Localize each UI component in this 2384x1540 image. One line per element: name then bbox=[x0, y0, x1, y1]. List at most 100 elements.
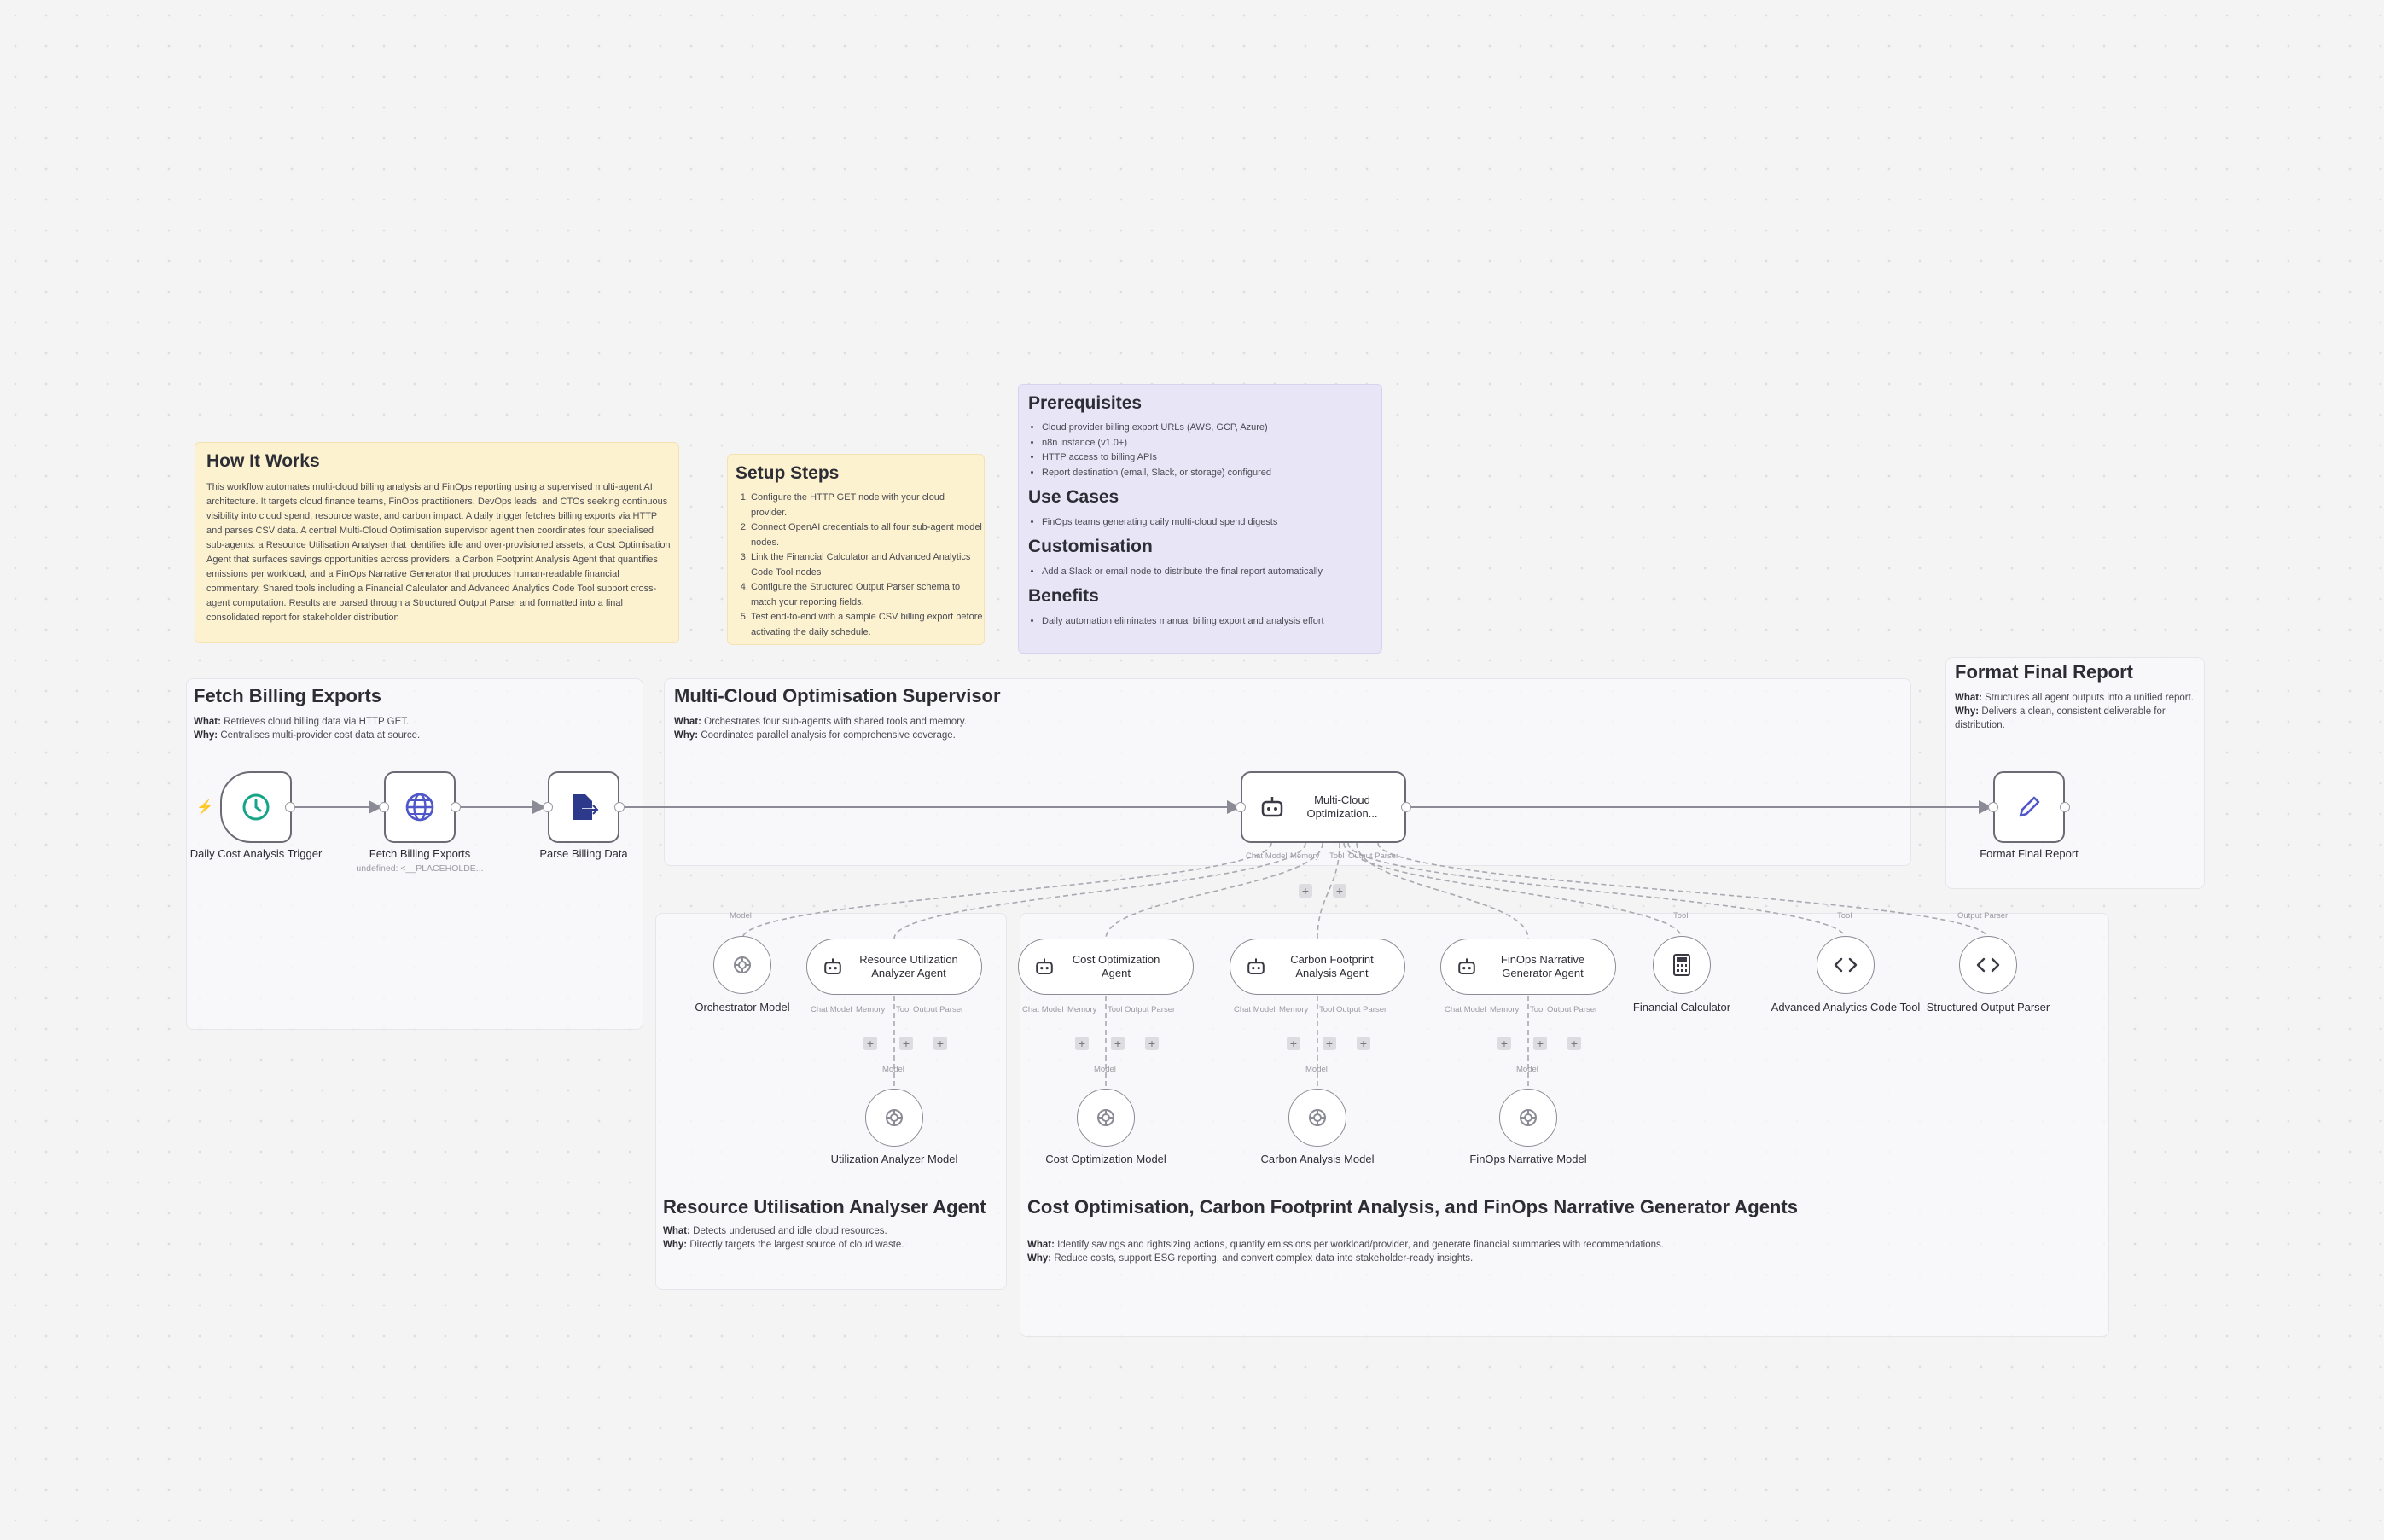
port-memory: Memory bbox=[1290, 851, 1320, 861]
format-label: Format Final Report bbox=[1980, 847, 2079, 860]
setup-step: Link the Financial Calculator and Advanc… bbox=[751, 550, 983, 580]
edge-label-model: Model bbox=[730, 911, 752, 921]
setup-step: Test end-to-end with a sample CSV billin… bbox=[751, 610, 983, 640]
setup-step: Configure the HTTP GET node with your cl… bbox=[751, 491, 983, 520]
fetch-sublabel: undefined: <__PLACEHOLDE... bbox=[356, 863, 484, 874]
carbon-model-node[interactable] bbox=[1288, 1089, 1346, 1147]
edge-label-model: Model bbox=[1516, 1065, 1538, 1074]
output-handle[interactable] bbox=[614, 802, 625, 812]
add-tool-button[interactable]: + bbox=[1111, 1037, 1125, 1050]
narrative-model-node[interactable] bbox=[1499, 1089, 1557, 1147]
openai-icon bbox=[886, 1109, 903, 1126]
setup-step: Configure the Structured Output Parser s… bbox=[751, 580, 983, 610]
narrative-model-label: FinOps Narrative Model bbox=[1469, 1153, 1587, 1165]
output-handle[interactable] bbox=[1401, 802, 1411, 812]
note-how-it-works: How It Works This workflow automates mul… bbox=[195, 442, 679, 643]
edge-carbon-agent bbox=[1317, 842, 1340, 939]
port-tool: Tool bbox=[1329, 851, 1345, 861]
add-tool-button[interactable]: + bbox=[1323, 1037, 1336, 1050]
add-tool-button[interactable]: + bbox=[899, 1037, 913, 1050]
port-memory: Memory bbox=[856, 1005, 886, 1014]
trigger-node[interactable] bbox=[220, 771, 292, 843]
robot-icon bbox=[1247, 958, 1265, 974]
edge-label-tool: Tool bbox=[1673, 911, 1689, 921]
note-how-title: How It Works bbox=[206, 451, 320, 471]
customisation-item: Add a Slack or email node to distribute … bbox=[1042, 565, 1383, 580]
robot-icon bbox=[1261, 797, 1283, 817]
add-parser-button[interactable]: + bbox=[1145, 1037, 1159, 1050]
narrative-agent-node[interactable]: FinOps Narrative Generator Agent bbox=[1440, 939, 1616, 995]
input-handle[interactable] bbox=[1236, 802, 1246, 812]
add-parser-button[interactable]: + bbox=[933, 1037, 947, 1050]
use-cases-title: Use Cases bbox=[1028, 487, 1119, 507]
input-handle[interactable] bbox=[543, 802, 553, 812]
edge-parser bbox=[1377, 842, 1989, 939]
openai-icon bbox=[1309, 1109, 1326, 1126]
parse-node[interactable] bbox=[548, 771, 619, 843]
financial-calculator-node[interactable] bbox=[1653, 936, 1711, 994]
port-output-parser: Output Parser bbox=[1125, 1005, 1176, 1014]
add-memory-button[interactable]: + bbox=[1075, 1037, 1089, 1050]
port-output-parser: Output Parser bbox=[1348, 851, 1399, 861]
edge-code-tool bbox=[1347, 842, 1846, 939]
edge-fin-calc bbox=[1343, 842, 1683, 939]
add-parser-button[interactable]: + bbox=[1357, 1037, 1370, 1050]
port-tool: Tool bbox=[1108, 1005, 1123, 1014]
orchestrator-model-node[interactable] bbox=[713, 936, 771, 994]
add-tool-button[interactable]: + bbox=[1533, 1037, 1547, 1050]
supervisor-node[interactable]: Multi-Cloud Optimization... bbox=[1241, 771, 1406, 843]
input-handle[interactable] bbox=[379, 802, 389, 812]
output-handle[interactable] bbox=[2060, 802, 2070, 812]
port-memory: Memory bbox=[1067, 1005, 1097, 1014]
add-tool-button[interactable]: + bbox=[1333, 884, 1346, 898]
utilization-model-label: Utilization Analyzer Model bbox=[830, 1153, 958, 1165]
openai-icon bbox=[1097, 1109, 1114, 1126]
add-memory-button[interactable]: + bbox=[1299, 884, 1312, 898]
output-handle[interactable] bbox=[285, 802, 295, 812]
use-cases-list: FinOps teams generating daily multi-clou… bbox=[1028, 515, 1383, 531]
add-memory-button[interactable]: + bbox=[863, 1037, 877, 1050]
note-setup-title: Setup Steps bbox=[736, 463, 840, 483]
output-parser-node[interactable] bbox=[1959, 936, 2017, 994]
prereq-item: HTTP access to billing APIs bbox=[1042, 450, 1383, 466]
use-case-item: FinOps teams generating daily multi-clou… bbox=[1042, 515, 1383, 531]
carbon-model-label: Carbon Analysis Model bbox=[1260, 1153, 1375, 1165]
code-tool-node[interactable] bbox=[1817, 936, 1875, 994]
cost-group-title: Cost Optimisation, Carbon Footprint Anal… bbox=[1027, 1196, 1798, 1217]
resource-group-title: Resource Utilisation Analyser Agent bbox=[663, 1196, 986, 1217]
format-node[interactable] bbox=[1993, 771, 2065, 843]
port-chat-model: Chat Model bbox=[1445, 1005, 1486, 1014]
output-handle[interactable] bbox=[451, 802, 461, 812]
add-parser-button[interactable]: + bbox=[1567, 1037, 1581, 1050]
cost-model-node[interactable] bbox=[1077, 1089, 1135, 1147]
resource-group-desc: What: Detects underused and idle cloud r… bbox=[663, 1226, 904, 1250]
port-output-parser: Output Parser bbox=[1547, 1005, 1598, 1014]
code-tool-label: Advanced Analytics Code Tool bbox=[1771, 1001, 1921, 1014]
trigger-bolt-icon: ⚡ bbox=[196, 800, 213, 815]
add-memory-button[interactable]: + bbox=[1497, 1037, 1511, 1050]
add-memory-button[interactable]: + bbox=[1287, 1037, 1300, 1050]
resource-agent-node[interactable]: Resource Utilization Analyzer Agent bbox=[806, 939, 982, 995]
setup-steps-list: Configure the HTTP GET node with your cl… bbox=[736, 491, 983, 640]
clock-icon bbox=[242, 793, 270, 821]
cost-agent-label: Cost Optimization Agent bbox=[1072, 953, 1160, 979]
cost-group-desc: What: Identify savings and rightsizing a… bbox=[1027, 1240, 1664, 1264]
resource-agent-label: Resource Utilization Analyzer Agent bbox=[859, 953, 958, 979]
fetch-node[interactable] bbox=[384, 771, 456, 843]
edge-label-model: Model bbox=[882, 1065, 904, 1074]
trigger-label: Daily Cost Analysis Trigger bbox=[189, 847, 323, 860]
fetch-group-desc: What: Retrieves cloud billing data via H… bbox=[194, 717, 421, 741]
cost-agent-node[interactable]: Cost Optimization Agent bbox=[1018, 939, 1194, 995]
benefits-list: Daily automation eliminates manual billi… bbox=[1028, 614, 1383, 630]
input-handle[interactable] bbox=[1988, 802, 1998, 812]
utilization-model-node[interactable] bbox=[865, 1089, 923, 1147]
globe-icon bbox=[405, 793, 434, 822]
format-group-title: Format Final Report bbox=[1955, 661, 2134, 683]
prereq-list: Cloud provider billing export URLs (AWS,… bbox=[1028, 421, 1383, 480]
cost-model-label: Cost Optimization Model bbox=[1045, 1153, 1166, 1165]
note-setup-steps: Setup Steps Configure the HTTP GET node … bbox=[727, 454, 985, 645]
carbon-agent-node[interactable]: Carbon Footprint Analysis Agent bbox=[1230, 939, 1405, 995]
pencil-icon bbox=[2019, 796, 2040, 817]
prereq-item: Report destination (email, Slack, or sto… bbox=[1042, 466, 1383, 481]
carbon-agent-label: Carbon Footprint Analysis Agent bbox=[1290, 953, 1374, 979]
